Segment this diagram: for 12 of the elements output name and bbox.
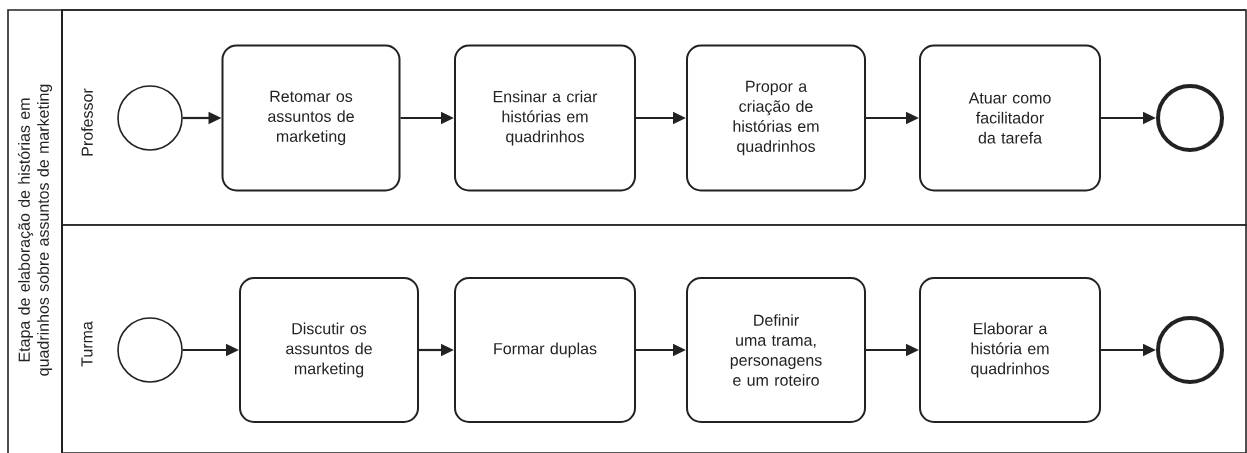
task-box: Retomar os assuntos de marketing [221, 44, 401, 192]
task-box: Formar duplas [454, 277, 636, 423]
start-event-circle [117, 317, 183, 383]
task-box: Discutir os assuntos de marketing [239, 277, 419, 423]
task-box: Atuar como facilitador da tarefa [919, 44, 1101, 192]
task-box: Elaborar a história em quadrinhos [919, 277, 1101, 423]
start-event-circle [117, 85, 183, 151]
end-event-circle [1156, 316, 1224, 384]
task-box: Ensinar a criar histórias em quadrinhos [454, 44, 636, 192]
task-box: Propor a criação de histórias em quadrinhos [686, 44, 866, 192]
task-box: Definir uma trama, personagens e um roteiro [686, 277, 866, 423]
end-event-circle [1156, 84, 1224, 152]
